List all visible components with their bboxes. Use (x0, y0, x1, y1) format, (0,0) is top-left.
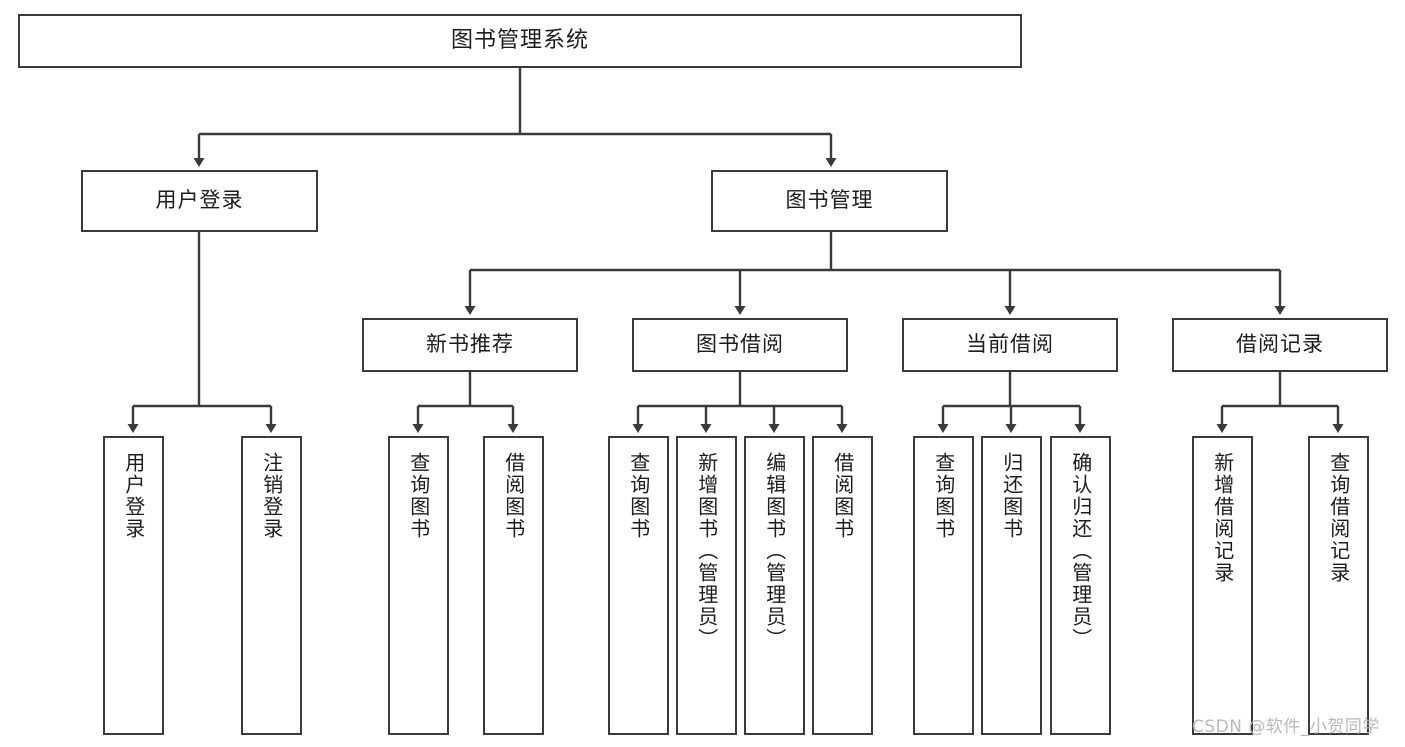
leaf-current-borrow-confirm-return[interactable]: 确认归还（管理员） (1050, 436, 1111, 735)
leaf-book-borrow-borrow[interactable]: 借阅图书 (812, 436, 873, 735)
node-root-system-label: 图书管理系统 (450, 27, 589, 53)
node-user-login-label: 用户登录 (155, 188, 244, 213)
leaf-borrow-record-add-label: 新增借阅记录 (1210, 452, 1235, 584)
leaf-borrow-record-query-label: 查询借阅记录 (1326, 452, 1351, 584)
node-borrow-record[interactable]: 借阅记录 (1172, 318, 1388, 372)
leaf-book-borrow-edit-label: 编辑图书（管理员） (762, 452, 787, 650)
node-root-system[interactable]: 图书管理系统 (18, 14, 1022, 68)
node-book-borrow-label: 图书借阅 (696, 332, 784, 357)
leaf-borrow-record-add[interactable]: 新增借阅记录 (1192, 436, 1253, 735)
leaf-user-login-logout-label: 注销登录 (259, 452, 284, 540)
leaf-current-borrow-query-label: 查询图书 (931, 452, 956, 540)
csdn-watermark: CSDN @软件_小贺同学 (1192, 717, 1380, 737)
leaf-user-login-login[interactable]: 用户登录 (103, 436, 164, 735)
leaf-current-borrow-query[interactable]: 查询图书 (913, 436, 974, 735)
leaf-current-borrow-return[interactable]: 归还图书 (981, 436, 1042, 735)
leaf-book-borrow-query[interactable]: 查询图书 (608, 436, 669, 735)
node-current-borrow-label: 当前借阅 (966, 332, 1054, 357)
node-book-management-label: 图书管理 (785, 188, 874, 213)
leaf-user-login-logout[interactable]: 注销登录 (241, 436, 302, 735)
leaf-new-book-borrow[interactable]: 借阅图书 (483, 436, 544, 735)
node-current-borrow[interactable]: 当前借阅 (902, 318, 1118, 372)
leaf-current-borrow-confirm-return-label: 确认归还（管理员） (1068, 452, 1093, 650)
leaf-book-borrow-add-label: 新增图书（管理员） (694, 452, 719, 650)
leaf-book-borrow-add[interactable]: 新增图书（管理员） (676, 436, 737, 735)
leaf-new-book-query[interactable]: 查询图书 (388, 436, 449, 735)
leaf-borrow-record-query[interactable]: 查询借阅记录 (1308, 436, 1369, 735)
leaf-book-borrow-borrow-label: 借阅图书 (830, 452, 855, 540)
leaf-book-borrow-query-label: 查询图书 (626, 452, 651, 540)
node-user-login[interactable]: 用户登录 (81, 170, 318, 232)
node-borrow-record-label: 借阅记录 (1236, 332, 1324, 357)
leaf-user-login-login-label: 用户登录 (121, 452, 146, 540)
node-book-management[interactable]: 图书管理 (711, 170, 948, 232)
leaf-book-borrow-edit[interactable]: 编辑图书（管理员） (744, 436, 805, 735)
node-book-borrow[interactable]: 图书借阅 (632, 318, 848, 372)
node-new-book-recommend[interactable]: 新书推荐 (362, 318, 578, 372)
leaf-current-borrow-return-label: 归还图书 (999, 452, 1024, 540)
leaf-new-book-query-label: 查询图书 (406, 452, 431, 540)
node-new-book-recommend-label: 新书推荐 (426, 332, 514, 357)
leaf-new-book-borrow-label: 借阅图书 (501, 452, 526, 540)
